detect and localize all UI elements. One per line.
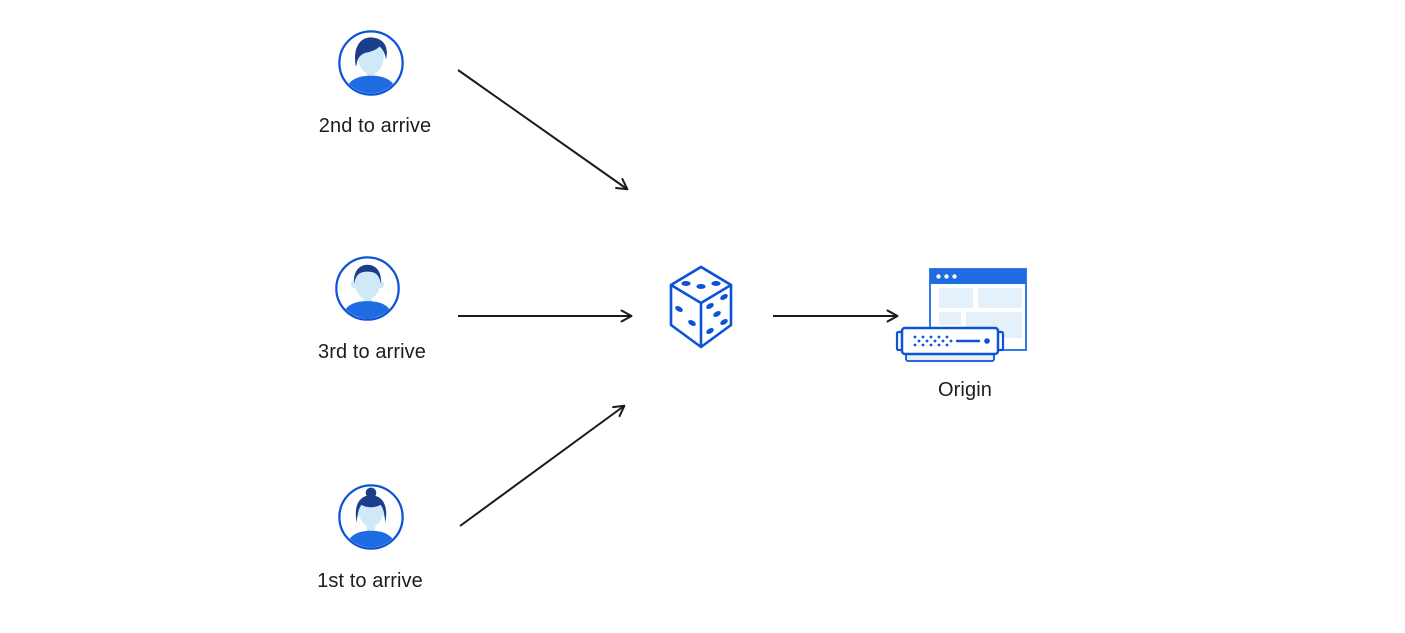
- user-node-2nd: [337, 29, 405, 102]
- arrow-user2-to-dice: [457, 69, 629, 191]
- origin-label: Origin: [938, 379, 992, 401]
- dice-node: [666, 264, 736, 355]
- user-avatar-female-bun-hair-icon: [338, 484, 404, 550]
- server-icon: [895, 326, 1005, 362]
- origin-node: [893, 256, 1033, 371]
- user-node-1st: [337, 483, 405, 556]
- user-label-1st: 1st to arrive: [317, 570, 423, 592]
- origin-server-browser-icon: [895, 268, 1027, 362]
- dice-icon: [669, 265, 733, 349]
- user-avatar-male-swoosh-hair-icon: [338, 30, 404, 96]
- user-label-2nd: 2nd to arrive: [318, 115, 432, 137]
- arrow-user1-to-dice: [459, 404, 626, 527]
- user-avatar-male-short-hair-icon: [335, 256, 400, 321]
- user-label-3rd: 3rd to arrive: [317, 341, 426, 363]
- user-node-3rd: [334, 255, 401, 327]
